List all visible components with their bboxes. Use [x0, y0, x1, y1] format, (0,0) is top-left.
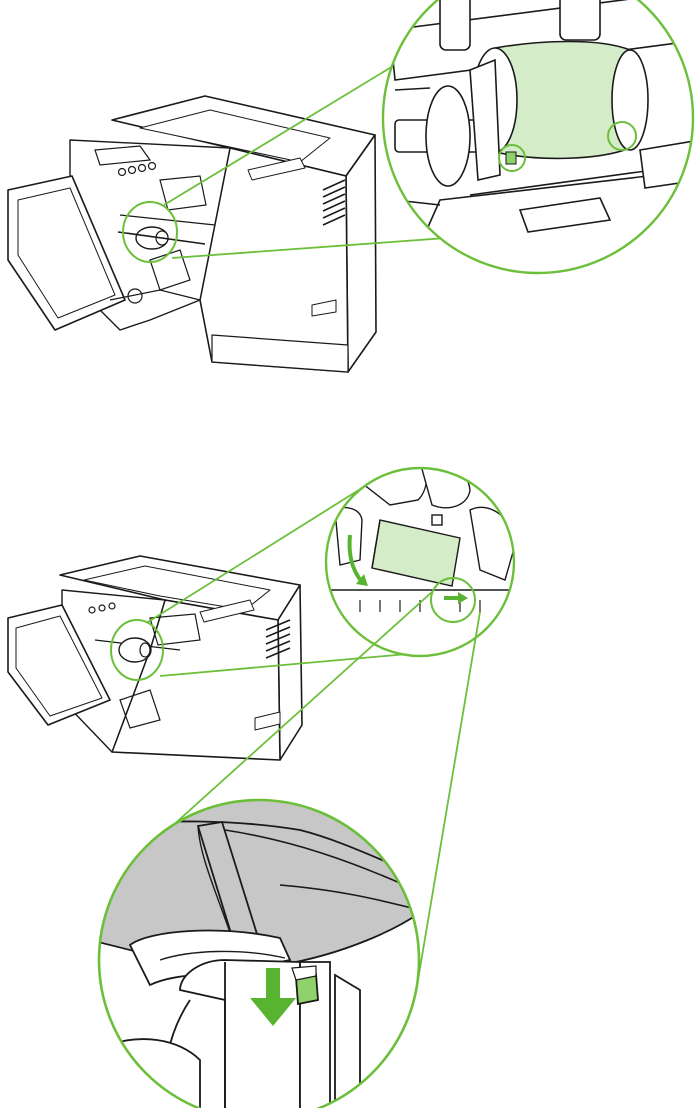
- printer-2: [8, 556, 302, 760]
- pickup-roller-small-2: [119, 638, 151, 662]
- printer-1: [8, 96, 376, 372]
- callout-line-3b: [418, 612, 480, 980]
- tab-left: [506, 152, 516, 164]
- zoom-circle-1: [383, 0, 699, 290]
- zoom-circle-2: [326, 455, 520, 660]
- step-1-illustration: [8, 0, 699, 372]
- step-3-illustration: [90, 790, 430, 1108]
